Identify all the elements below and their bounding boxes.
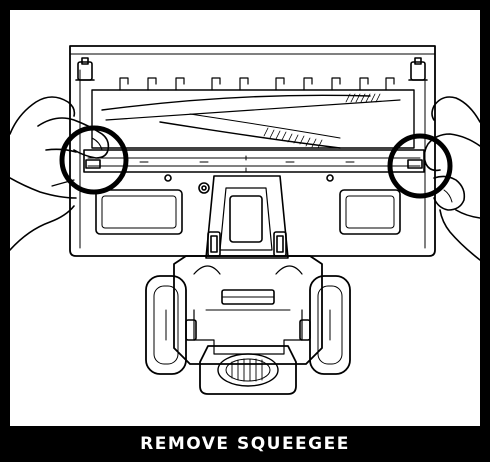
top-left-latch [75,57,95,81]
vacuum-base-body [173,255,323,365]
hose-connector [199,345,297,395]
cleaning-head-housing [69,45,436,257]
vacuum-head-illustration [10,45,480,395]
callout-left [59,125,129,195]
top-right-latch [408,57,428,81]
caption-bar: REMOVE SQUEEGEE [0,426,490,462]
brush-roll-opening [91,77,415,149]
squeegee-bar [83,149,425,173]
caption-text: REMOVE SQUEEGEE [140,434,350,454]
lower-housing-details [95,174,401,235]
swivel-joint [205,175,289,259]
right-wheel [309,275,351,375]
callout-right [387,133,453,199]
left-hand [10,96,110,251]
left-wheel [145,275,187,375]
right-hand [423,96,480,261]
illustration-panel [10,10,480,426]
